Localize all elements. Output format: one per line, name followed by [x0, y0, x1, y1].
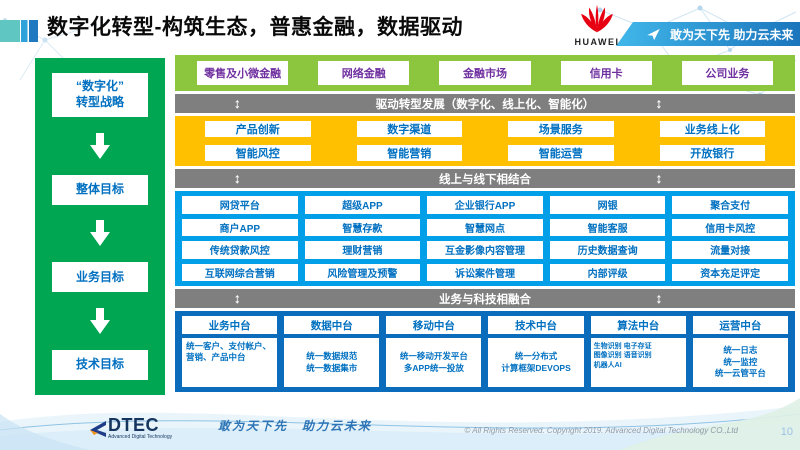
middle-platform-title: 数据中台 — [284, 316, 380, 334]
platform-box: 网银 — [549, 196, 666, 214]
business-line-box: 金融市场 — [439, 61, 531, 85]
capability-box: 开放银行 — [659, 145, 765, 161]
platform-box: 网贷平台 — [182, 196, 298, 214]
huawei-logo-text: HUAWEI — [574, 37, 620, 47]
middle-platform-title: 技术中台 — [488, 316, 584, 334]
paper-plane-icon — [647, 28, 660, 40]
middle-platform-title: 算法中台 — [590, 316, 686, 334]
platform-box: 信用卡风控 — [672, 218, 788, 236]
business-line-box: 公司业务 — [681, 61, 773, 85]
divider-online-offline: ↕ 线上与线下相结合 ↕ — [175, 169, 795, 188]
platform-box: 互联网综合营销 — [182, 263, 298, 281]
divider-label: 驱动转型发展（数字化、线上化、智能化） — [375, 98, 595, 111]
middle-platform-title: 运营中台 — [692, 316, 788, 334]
middle-platform-column: 业务中台 统一客户、支付帐户、营销、产品中台 — [182, 316, 278, 387]
header-slogan-banner: 敢为天下先 助力云未来 — [616, 22, 800, 46]
middle-platform-column: 数据中台 统一数据规范 统一数据集市 — [284, 316, 380, 387]
adtec-logo: DTEC Advanced Digital Technology — [84, 416, 172, 440]
business-line-box: 零售及小微金融 — [197, 61, 289, 85]
huawei-logo: HUAWEI — [570, 4, 624, 47]
footer-slogan: 敢为天下先 助力云未来 — [218, 419, 373, 433]
middle-platform-column: 运营中台 统一日志 统一监控 统一云管平台 — [692, 316, 788, 387]
middle-platform-column: 移动中台 统一移动开发平台 多APP统一投放 — [386, 316, 482, 387]
platform-box: 理财营销 — [304, 241, 421, 259]
down-arrow-icon — [90, 132, 110, 159]
platform-box: 传统贷款风控 — [182, 241, 298, 259]
huawei-flower-icon — [581, 4, 613, 33]
middle-platform-content: 生物识别 电子存证 图像识别 语音识别 机器人AI — [590, 338, 686, 387]
sidebar-item-overall-goal: 整体目标 — [52, 174, 148, 205]
middle-platform-content: 统一分布式 计算框架DEVOPS — [488, 338, 584, 387]
platform-band: 网贷平台 超级APP 企业银行APP 网银 聚合支付 商户APP 智慧存款 智慧… — [175, 191, 795, 286]
middle-platform-content: 统一日志 统一监控 统一云管平台 — [692, 338, 788, 387]
business-line-box: 网络金融 — [318, 61, 410, 85]
middle-platform-content: 统一移动开发平台 多APP统一投放 — [386, 338, 482, 387]
updown-arrow-icon: ↕ — [655, 290, 663, 306]
middle-platform-content: 统一数据规范 统一数据集市 — [284, 338, 380, 387]
platform-box: 流量对接 — [672, 241, 788, 259]
strategy-sidebar: “数字化” 转型战略 整体目标 业务目标 技术目标 — [35, 58, 165, 395]
capability-box: 智能风控 — [205, 145, 311, 161]
page-number: 10 — [780, 426, 793, 438]
divider-drive-transformation: ↕ 驱动转型发展（数字化、线上化、智能化） ↕ — [175, 94, 795, 113]
sidebar-item-strategy: “数字化” 转型战略 — [52, 73, 148, 117]
middle-platform-column: 算法中台 生物识别 电子存证 图像识别 语音识别 机器人AI — [590, 316, 686, 387]
banner-slogan-label: 敢为天下先 助力云未来 — [670, 27, 794, 42]
middle-platform-title: 业务中台 — [182, 316, 278, 334]
divider-label: 业务与科技相融合 — [439, 293, 531, 306]
main-diagram: 零售及小微金融 网络金融 金融市场 信用卡 公司业务 ↕ 驱动转型发展（数字化、… — [175, 55, 795, 392]
platform-box: 历史数据查询 — [549, 241, 666, 259]
updown-arrow-icon: ↕ — [233, 290, 241, 306]
capability-box: 数字渠道 — [356, 121, 462, 137]
platform-box: 智慧存款 — [304, 218, 421, 236]
middle-platform-band: 业务中台 统一客户、支付帐户、营销、产品中台 数据中台 统一数据规范 统一数据集… — [175, 311, 795, 392]
business-lines-band: 零售及小微金融 网络金融 金融市场 信用卡 公司业务 — [175, 55, 795, 91]
capability-box: 智能营销 — [356, 145, 462, 161]
capability-band: 产品创新 数字渠道 场景服务 业务线上化 智能风控 智能营销 智能运营 开放银行 — [175, 116, 795, 166]
platform-box: 商户APP — [182, 218, 298, 236]
updown-arrow-icon: ↕ — [655, 95, 663, 111]
platform-box: 超级APP — [304, 196, 421, 214]
down-arrow-icon — [90, 220, 110, 247]
updown-arrow-icon: ↕ — [233, 170, 241, 186]
platform-box: 风险管理及预警 — [304, 263, 421, 281]
middle-platform-content: 统一客户、支付帐户、营销、产品中台 — [182, 338, 278, 387]
middle-platform-title: 移动中台 — [386, 316, 482, 334]
adtec-logo-text: DTEC — [108, 415, 159, 435]
platform-box: 智能客服 — [549, 218, 666, 236]
platform-box: 互金影像内容管理 — [427, 241, 543, 259]
adtec-logo-subtitle: Advanced Digital Technology — [108, 434, 173, 440]
capability-box: 业务线上化 — [659, 121, 765, 137]
platform-box: 智慧网点 — [427, 218, 543, 236]
sidebar-item-tech-goal: 技术目标 — [52, 349, 148, 380]
capability-box: 场景服务 — [508, 121, 614, 137]
platform-box: 聚合支付 — [672, 196, 788, 214]
platform-box: 内部评级 — [549, 263, 666, 281]
down-arrow-icon — [90, 308, 110, 335]
page-title: 数字化转型-构筑生态，普惠金融，数据驱动 — [47, 16, 463, 39]
capability-box: 智能运营 — [508, 145, 614, 161]
updown-arrow-icon: ↕ — [655, 170, 663, 186]
adtec-logo-icon — [90, 421, 106, 437]
capability-box: 产品创新 — [205, 121, 311, 137]
platform-box: 企业银行APP — [427, 196, 543, 214]
footer-copyright: © All Rights Reserved. Copyright 2019. A… — [464, 426, 738, 435]
platform-box: 资本充足评定 — [672, 263, 788, 281]
business-line-box: 信用卡 — [560, 61, 652, 85]
updown-arrow-icon: ↕ — [233, 95, 241, 111]
middle-platform-column: 技术中台 统一分布式 计算框架DEVOPS — [488, 316, 584, 387]
divider-business-tech: ↕ 业务与科技相融合 ↕ — [175, 289, 795, 308]
platform-box: 诉讼案件管理 — [427, 263, 543, 281]
sidebar-item-business-goal: 业务目标 — [52, 262, 148, 293]
divider-label: 线上与线下相结合 — [439, 173, 531, 186]
title-accent-bar — [0, 20, 38, 42]
